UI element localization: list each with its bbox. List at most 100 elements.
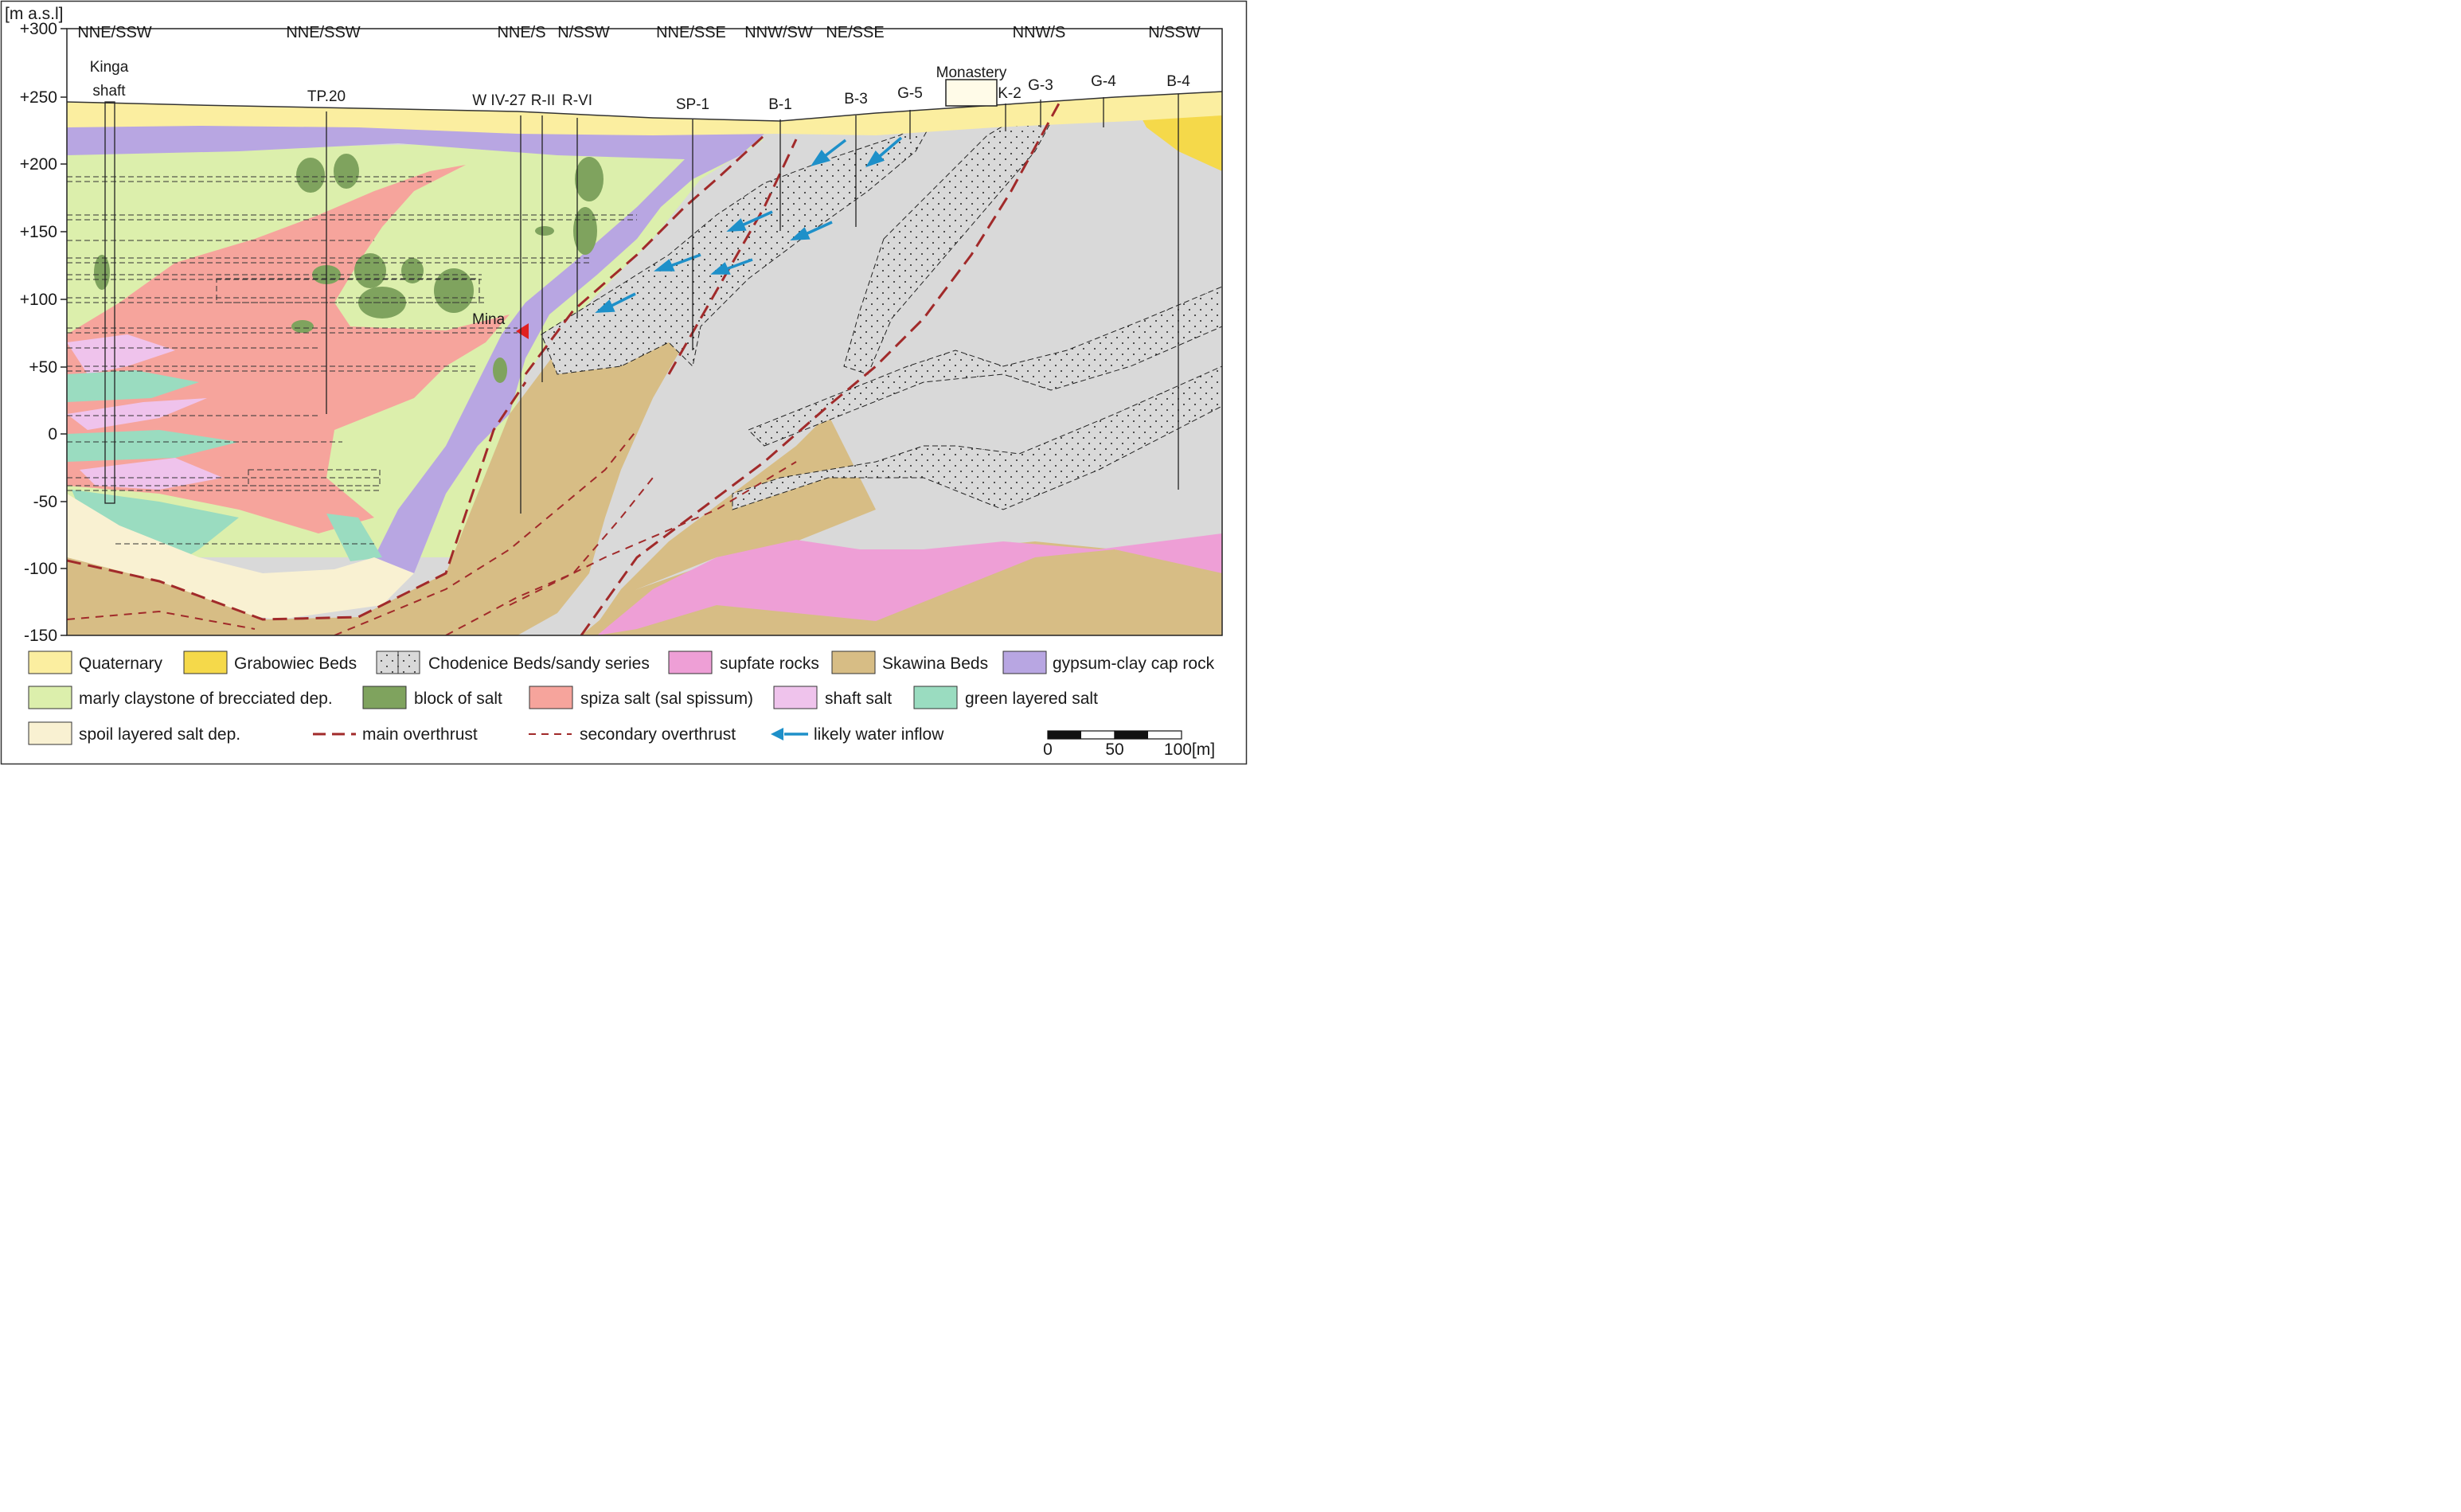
borehole-label: Kinga <box>90 59 129 76</box>
direction-label: NE/SSE <box>826 24 884 41</box>
y-tick-label: +300 <box>20 20 57 38</box>
direction-label: NNW/S <box>1013 24 1066 41</box>
legend-swatch-sulfate <box>668 651 713 674</box>
legend-swatch-spoil <box>28 721 72 745</box>
borehole-label: G-3 <box>1028 77 1053 94</box>
y-tick-label: +250 <box>20 88 57 107</box>
legend-swatch-spiza <box>529 686 573 709</box>
geological-cross-section: [m a.s.l] +300 +250 +200 +150 +100 +50 0… <box>0 0 1248 767</box>
shaft-salt-streak <box>67 398 207 430</box>
y-tick-label: 0 <box>48 425 57 443</box>
legend-swatch-grabowiec <box>183 651 228 674</box>
legend-label: block of salt <box>414 690 502 708</box>
y-axis-ticks <box>61 28 67 636</box>
scale-label: 100[m] <box>1164 740 1215 759</box>
chodenice-sandy-band-4 <box>732 365 1222 510</box>
salt-block <box>94 255 110 290</box>
borehole-label: TP.20 <box>307 88 346 105</box>
sulfate-rocks <box>597 533 1222 635</box>
salt-block <box>493 357 507 383</box>
direction-label: NNW/SW <box>744 24 813 41</box>
chodenice-sandy-band-1 <box>541 114 937 375</box>
y-axis-labels: +300 +250 +200 +150 +100 +50 0 -50 -100 … <box>20 20 57 645</box>
salt-block <box>296 158 325 193</box>
y-tick-label: +200 <box>20 155 57 174</box>
y-tick-label: +50 <box>29 358 57 377</box>
mina-label: Mina <box>472 311 506 328</box>
borehole-label: Monastery <box>936 64 1007 81</box>
legend-label: marly claystone of brecciated dep. <box>79 690 333 708</box>
legend-label: Chodenice Beds/sandy series <box>428 654 650 673</box>
mine-levels <box>67 176 637 545</box>
secondary-overthrusts <box>67 429 797 635</box>
borehole-label: G-4 <box>1091 73 1116 90</box>
scale-bar: 0 50 100[m] <box>1043 730 1215 759</box>
legend-swatch-skawina <box>831 651 876 674</box>
outer-border <box>0 0 1248 765</box>
borehole-label: K-2 <box>998 85 1022 102</box>
legend-label: spoil layered salt dep. <box>79 725 240 744</box>
legend-label: likely water inflow <box>814 725 944 744</box>
borehole-labels: Kinga shaft TP.20 W IV-27 R-II R-VI SP-1… <box>90 59 1191 113</box>
direction-label: N/SSW <box>1148 24 1201 41</box>
direction-label: NNE/SSW <box>286 24 360 41</box>
green-salt-streak <box>67 430 239 462</box>
direction-label: N/SSW <box>557 24 610 41</box>
borehole-label: R-VI <box>562 92 592 109</box>
borehole-lines <box>326 94 1179 514</box>
main-overthrusts <box>67 103 1061 635</box>
shaft-salt-streak <box>80 458 223 490</box>
water-inflow-arrows <box>595 136 903 314</box>
water-inflow-arrow <box>710 258 753 275</box>
legend-label: green layered salt <box>965 690 1098 708</box>
borehole-label: R-II <box>531 92 556 109</box>
legend-swatch-quaternary <box>28 651 72 674</box>
direction-labels: NNE/SSW NNE/SSW NNE/S N/SSW NNE/SSE NNW/… <box>77 24 1201 41</box>
monastery-building <box>945 79 998 107</box>
section-frame <box>66 28 1223 636</box>
kinga-shaft <box>104 101 115 504</box>
section-layers <box>67 29 1222 635</box>
water-inflow-arrow <box>653 253 701 272</box>
legend: Quaternary Grabowiec Beds Chodenice Beds… <box>28 651 1215 745</box>
salt-block <box>354 253 386 288</box>
legend-label: supfate rocks <box>720 654 819 673</box>
salt-block <box>575 157 604 201</box>
water-inflow-arrow <box>810 139 847 166</box>
direction-label: NNE/S <box>497 24 545 41</box>
legend-swatch-marly <box>28 686 72 709</box>
y-tick-label: -150 <box>24 627 57 645</box>
skawina-beds-left <box>67 295 709 635</box>
water-inflow-arrow <box>790 221 833 241</box>
section-svg: [m a.s.l] +300 +250 +200 +150 +100 +50 0… <box>0 0 1248 765</box>
borehole-label: shaft <box>92 83 126 100</box>
legend-label: Skawina Beds <box>882 654 988 673</box>
water-inflow-arrow <box>726 210 773 232</box>
gypsum-cap-rock <box>67 121 764 573</box>
legend-swatch-shaft-salt <box>773 686 818 709</box>
y-tick-label: -100 <box>24 560 57 578</box>
quaternary-layer <box>67 92 1222 135</box>
legend-arrow-head <box>771 728 783 740</box>
legend-label: main overthrust <box>362 725 478 744</box>
salt-block <box>573 207 597 255</box>
sky-area <box>67 29 1222 121</box>
legend-swatch-block-salt <box>362 686 407 709</box>
y-tick-label: +100 <box>20 291 57 309</box>
borehole-label: B-3 <box>844 91 868 107</box>
scale-label: 50 <box>1105 740 1123 759</box>
legend-label: Quaternary <box>79 654 163 673</box>
legend-label: shaft salt <box>825 690 892 708</box>
legend-swatch-green-salt <box>913 686 958 709</box>
green-salt-streak <box>72 490 239 573</box>
legend-label: secondary overthrust <box>580 725 736 744</box>
green-salt-streak <box>326 514 382 561</box>
salt-block <box>535 226 554 236</box>
borehole-label: B-1 <box>768 96 792 113</box>
chodenice-sandy-band-2 <box>843 107 1060 375</box>
y-tick-label: +150 <box>20 223 57 241</box>
y-tick-label: -50 <box>33 493 57 511</box>
chodenice-sandy-band-3 <box>748 286 1222 447</box>
borehole-label: SP-1 <box>676 96 709 113</box>
scale-label: 0 <box>1043 740 1053 759</box>
